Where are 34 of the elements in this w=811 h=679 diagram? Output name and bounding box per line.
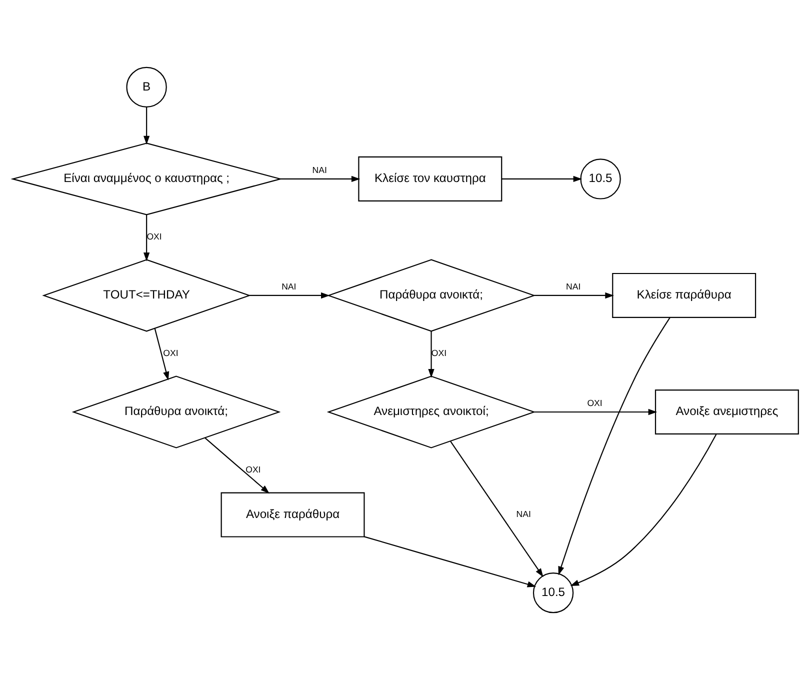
arrow [154, 328, 170, 380]
node-box: Κλείσε παράθυρα [612, 272, 756, 318]
edge-label: ΝΑΙ [282, 280, 296, 291]
edge-label: ΟΧΙ [163, 347, 178, 358]
edge-label: ΝΑΙ [566, 280, 581, 291]
arrow [558, 316, 670, 575]
arrow [534, 292, 614, 298]
node-diamond: Ανεμιστηρες ανοικτοί; [326, 375, 536, 448]
edge-label: ΟΧΙ [146, 230, 162, 241]
arrow [450, 440, 544, 577]
arrow [428, 331, 434, 378]
arrow [144, 214, 150, 261]
arrow [144, 106, 150, 144]
node-circle: B [126, 66, 167, 108]
arrow [570, 434, 717, 586]
arrow [249, 292, 330, 298]
edge-label: ΟΧΙ [587, 397, 602, 408]
node-box: Ανοιξε ανεμιστηρες [654, 388, 799, 434]
edge-label: ΝΑΙ [312, 164, 327, 174]
node-circle: 10.5 [532, 572, 574, 613]
node-box: Κλείσε τον καυστηρα [358, 156, 502, 201]
node-box: Ανοιξε παράθυρα [220, 492, 365, 537]
arrow [280, 175, 360, 182]
arrow [502, 175, 582, 182]
edge-label: ΟΧΙ [246, 464, 261, 474]
arrow [534, 408, 658, 415]
node-circle: 10.5 [580, 158, 621, 199]
arrow [204, 437, 270, 494]
edge-label: ΝΑΙ [516, 508, 531, 518]
node-diamond: Είναι αναμμένος ο καυστηρας ; [10, 142, 283, 215]
node-diamond: TOUT<=THDAY [42, 258, 252, 332]
arrow [364, 536, 536, 587]
node-diamond: Παράθυρα ανοικτά; [326, 258, 536, 332]
node-diamond: Παράθυρα ανοικτά; [72, 375, 281, 448]
